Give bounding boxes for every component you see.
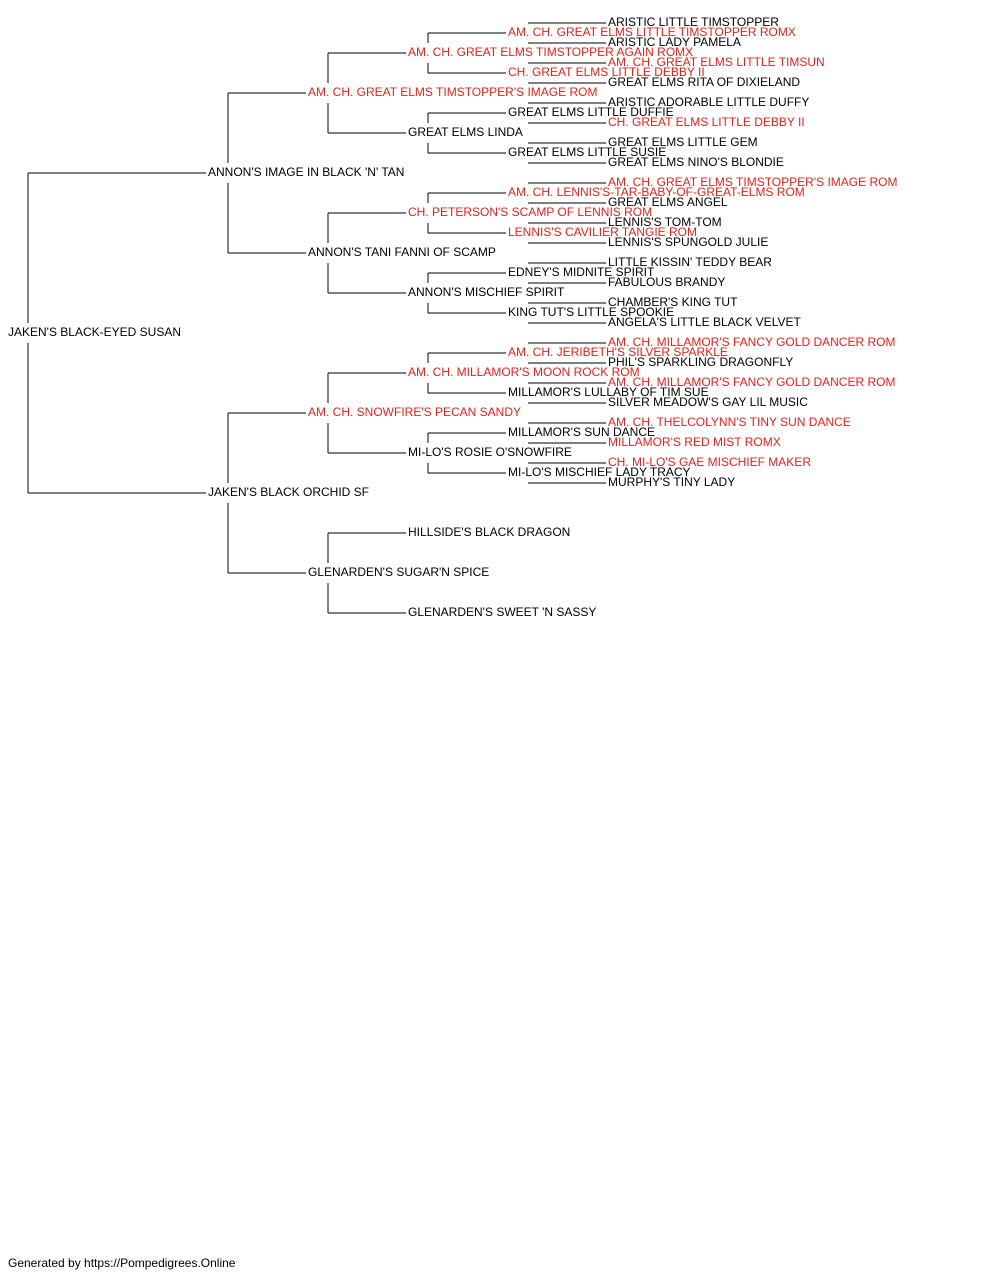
- pedigree-dog-name: LENNIS'S TOM-TOM: [608, 215, 722, 229]
- pedigree-dog-name: MILLAMOR'S SUN DANCE: [508, 425, 655, 439]
- pedigree-dog-name: MILLAMOR'S RED MIST ROMX: [608, 435, 781, 449]
- pedigree-dog-name: GREAT ELMS LITTLE DUFFIE: [508, 105, 674, 119]
- pedigree-dog-name: ARISTIC ADORABLE LITTLE DUFFY: [608, 95, 809, 109]
- pedigree-name-labels: JAKEN'S BLACK-EYED SUSAN ANNON'S IMAGE IN…: [8, 15, 897, 619]
- pedigree-connector-lines: [27, 22, 606, 614]
- pedigree-dog-name: GREAT ELMS LINDA: [408, 125, 523, 139]
- pedigree-dog-name: FABULOUS BRANDY: [608, 275, 725, 289]
- pedigree-dog-name: ARISTIC LADY PAMELA: [608, 35, 741, 49]
- pedigree-dog-name: AM. CH. GREAT ELMS LITTLE TIMSTOPPER ROM…: [508, 25, 796, 39]
- pedigree-dog-name: CH. MI-LO'S GAE MISCHIEF MAKER: [608, 455, 811, 469]
- pedigree-dog-name: ANNON'S TANI FANNI OF SCAMP: [308, 245, 496, 259]
- pedigree-dog-name: AM. CH. MILLAMOR'S FANCY GOLD DANCER ROM: [608, 375, 895, 389]
- pedigree-dog-name: EDNEY'S MIDNITE SPIRIT: [508, 265, 655, 279]
- pedigree-dog-name: ANNON'S MISCHIEF SPIRIT: [408, 285, 565, 299]
- pedigree-dog-name: ANGELA'S LITTLE BLACK VELVET: [608, 315, 801, 329]
- pedigree-dog-name: AM. CH. MILLAMOR'S MOON ROCK ROM: [408, 365, 640, 379]
- pedigree-dog-name: AM. CH. GREAT ELMS LITTLE TIMSUN: [608, 55, 825, 69]
- pedigree-dog-name: GREAT ELMS NINO'S BLONDIE: [608, 155, 784, 169]
- pedigree-dog-name: LENNIS'S CAVILIER TANGIE ROM: [508, 225, 697, 239]
- pedigree-dog-name: ARISTIC LITTLE TIMSTOPPER: [608, 15, 779, 29]
- pedigree-dog-name: JAKEN'S BLACK ORCHID SF: [208, 485, 369, 499]
- pedigree-dog-name: KING TUT'S LITTLE SPOOKIE: [508, 305, 674, 319]
- pedigree-dog-name: AM. CH. GREAT ELMS TIMSTOPPER'S IMAGE RO…: [308, 85, 597, 99]
- pedigree-dog-name: AM. CH. LENNIS'S-TAR-BABY-OF-GREAT-ELMS …: [508, 185, 805, 199]
- pedigree-dog-name: MILLAMOR'S LULLABY OF TIM SUE: [508, 385, 709, 399]
- pedigree-dog-name: CH. GREAT ELMS LITTLE DEBBY II: [608, 115, 805, 129]
- pedigree-dog-name: LENNIS'S SPUNGOLD JULIE: [608, 235, 768, 249]
- pedigree-dog-name: MURPHY'S TINY LADY: [608, 475, 735, 489]
- pedigree-dog-name: GREAT ELMS RITA OF DIXIELAND: [608, 75, 800, 89]
- pedigree-dog-name: CH. GREAT ELMS LITTLE DEBBY II: [508, 65, 705, 79]
- pedigree-dog-name: MI-LO'S MISCHIEF LADY TRACY: [508, 465, 691, 479]
- pedigree-dog-name: LITTLE KISSIN' TEDDY BEAR: [608, 255, 772, 269]
- pedigree-dog-name: JAKEN'S BLACK-EYED SUSAN: [8, 325, 181, 339]
- pedigree-dog-name: CHAMBER'S KING TUT: [608, 295, 738, 309]
- pedigree-dog-name: HILLSIDE'S BLACK DRAGON: [408, 525, 570, 539]
- pedigree-dog-name: MI-LO'S ROSIE O'SNOWFIRE: [408, 445, 572, 459]
- pedigree-dog-name: AM. CH. JERIBETH'S SILVER SPARKLE: [508, 345, 728, 359]
- pedigree-dog-name: AM. CH. GREAT ELMS TIMSTOPPER AGAIN ROMX: [408, 45, 693, 59]
- pedigree-dog-name: ANNON'S IMAGE IN BLACK 'N' TAN: [208, 165, 404, 179]
- pedigree-dog-name: GREAT ELMS LITTLE GEM: [608, 135, 758, 149]
- pedigree-dog-name: AM. CH. SNOWFIRE'S PECAN SANDY: [308, 405, 521, 419]
- pedigree-dog-name: AM. CH. MILLAMOR'S FANCY GOLD DANCER ROM: [608, 335, 895, 349]
- pedigree-dog-name: GREAT ELMS ANGEL: [608, 195, 728, 209]
- pedigree-dog-name: SILVER MEADOW'S GAY LIL MUSIC: [608, 395, 808, 409]
- pedigree-dog-name: AM. CH. GREAT ELMS TIMSTOPPER'S IMAGE RO…: [608, 175, 897, 189]
- pedigree-dog-name: GLENARDEN'S SWEET 'N SASSY: [408, 605, 596, 619]
- pedigree-dog-name: GLENARDEN'S SUGAR'N SPICE: [308, 565, 489, 579]
- generated-by-footer: Generated by https://Pompedigrees.Online: [8, 1256, 236, 1270]
- pedigree-dog-name: CH. PETERSON'S SCAMP OF LENNIS ROM: [408, 205, 652, 219]
- pedigree-dog-name: PHIL'S SPARKLING DRAGONFLY: [608, 355, 793, 369]
- pedigree-dog-name: GREAT ELMS LITTLE SUSIE: [508, 145, 666, 159]
- pedigree-dog-name: AM. CH. THELCOLYNN'S TINY SUN DANCE: [608, 415, 851, 429]
